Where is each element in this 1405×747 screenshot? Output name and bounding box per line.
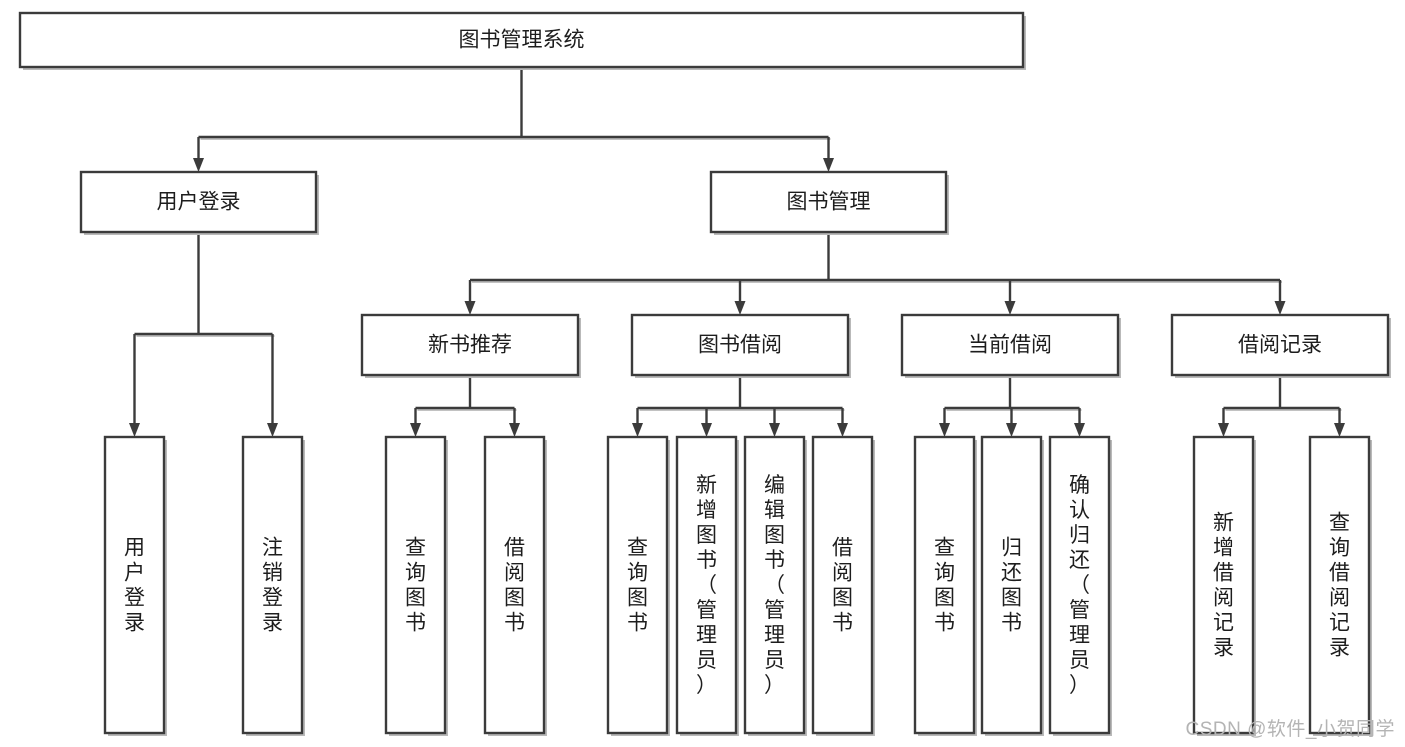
node-label: 图书管理 — [787, 191, 871, 214]
node-rect[interactable] — [675, 435, 738, 735]
node-label: 当前借阅 — [968, 334, 1052, 357]
node-label: 查询图书 — [934, 537, 955, 635]
node-label: 查询借阅记录 — [1329, 512, 1350, 660]
node-leaf_6[interactable]: 编辑图书（管理员） — [743, 435, 807, 736]
node-leaf_12[interactable]: 查询借阅记录 — [1308, 435, 1372, 736]
arrow-head-icon — [1334, 423, 1345, 437]
node-rect[interactable] — [811, 435, 874, 735]
node-l3_1[interactable]: 图书借阅 — [630, 313, 851, 378]
arrow-head-icon — [464, 301, 476, 315]
node-label: 新增借阅记录 — [1213, 512, 1234, 660]
node-rect[interactable] — [384, 435, 447, 735]
node-label: 注销登录 — [262, 537, 283, 635]
node-leaf_2[interactable]: 查询图书 — [384, 435, 448, 736]
node-label: 查询图书 — [627, 537, 648, 635]
node-rect[interactable] — [1048, 435, 1111, 735]
arrow-head-icon — [632, 423, 643, 437]
node-label: 归还图书 — [1001, 537, 1022, 635]
connector-layer — [129, 67, 1345, 437]
node-leaf_4[interactable]: 查询图书 — [606, 435, 670, 736]
node-leaf_1[interactable]: 注销登录 — [241, 435, 305, 736]
arrow-head-icon — [509, 423, 520, 437]
node-rect[interactable] — [743, 435, 806, 735]
node-label: 借阅图书 — [832, 537, 853, 635]
node-rect[interactable] — [980, 435, 1043, 735]
arrow-head-icon — [1074, 423, 1085, 437]
node-label: 编辑图书（管理员） — [764, 474, 785, 697]
arrow-head-icon — [837, 423, 848, 437]
node-label: 新书推荐 — [428, 334, 512, 357]
arrow-head-icon — [734, 301, 746, 315]
node-label: 查询图书 — [405, 537, 426, 635]
node-rect[interactable] — [709, 170, 948, 234]
node-rect[interactable] — [241, 435, 304, 735]
arrow-head-icon — [129, 423, 140, 437]
node-rect[interactable] — [900, 313, 1120, 377]
edge-group-root — [193, 67, 834, 172]
node-root[interactable]: 图书管理系统 — [18, 11, 1026, 70]
arrow-head-icon — [823, 158, 834, 172]
arrow-head-icon — [410, 423, 421, 437]
edge-group-l2_1 — [464, 232, 1286, 315]
node-l3_2[interactable]: 当前借阅 — [900, 313, 1121, 378]
edge-group-l3_2 — [939, 375, 1085, 437]
node-rect[interactable] — [18, 11, 1025, 69]
node-rect[interactable] — [79, 170, 318, 234]
node-rect[interactable] — [483, 435, 546, 735]
arrow-head-icon — [939, 423, 950, 437]
edge-group-l3_1 — [632, 375, 848, 437]
node-leaf_8[interactable]: 查询图书 — [913, 435, 977, 736]
node-label: 新增图书（管理员） — [696, 474, 717, 697]
node-leaf_10[interactable]: 确认归还（管理员） — [1048, 435, 1112, 736]
edge-group-l3_3 — [1218, 375, 1345, 437]
node-l3_0[interactable]: 新书推荐 — [360, 313, 581, 378]
node-leaf_3[interactable]: 借阅图书 — [483, 435, 547, 736]
node-rect[interactable] — [913, 435, 976, 735]
node-rect[interactable] — [1170, 313, 1390, 377]
node-leaf_11[interactable]: 新增借阅记录 — [1192, 435, 1256, 736]
node-label: 图书管理系统 — [459, 29, 585, 52]
arrow-head-icon — [1218, 423, 1229, 437]
edge-group-l2_0 — [129, 232, 278, 437]
node-l3_3[interactable]: 借阅记录 — [1170, 313, 1391, 378]
node-rect[interactable] — [360, 313, 580, 377]
node-label: 借阅图书 — [504, 537, 525, 635]
arrow-head-icon — [1004, 301, 1016, 315]
node-rect[interactable] — [1192, 435, 1255, 735]
node-rect[interactable] — [103, 435, 166, 735]
edge-group-l3_0 — [410, 375, 520, 437]
node-rect[interactable] — [630, 313, 850, 377]
arrow-head-icon — [193, 158, 204, 172]
arrow-head-icon — [701, 423, 712, 437]
arrow-head-icon — [1274, 301, 1286, 315]
node-l2_0[interactable]: 用户登录 — [79, 170, 319, 235]
node-l2_1[interactable]: 图书管理 — [709, 170, 949, 235]
arrow-head-icon — [267, 423, 278, 437]
node-leaf_5[interactable]: 新增图书（管理员） — [675, 435, 739, 736]
node-rect[interactable] — [606, 435, 669, 735]
node-label: 借阅记录 — [1238, 334, 1322, 357]
node-leaf_9[interactable]: 归还图书 — [980, 435, 1044, 736]
arrow-head-icon — [769, 423, 780, 437]
node-label: 用户登录 — [124, 537, 145, 635]
node-label: 图书借阅 — [698, 334, 782, 357]
node-rect[interactable] — [1308, 435, 1371, 735]
node-layer: 图书管理系统用户登录图书管理新书推荐图书借阅当前借阅借阅记录用户登录注销登录查询… — [18, 11, 1391, 736]
arrow-head-icon — [1006, 423, 1017, 437]
node-label: 用户登录 — [157, 191, 241, 214]
node-label: 确认归还（管理员） — [1069, 474, 1090, 697]
node-leaf_0[interactable]: 用户登录 — [103, 435, 167, 736]
node-leaf_7[interactable]: 借阅图书 — [811, 435, 875, 736]
